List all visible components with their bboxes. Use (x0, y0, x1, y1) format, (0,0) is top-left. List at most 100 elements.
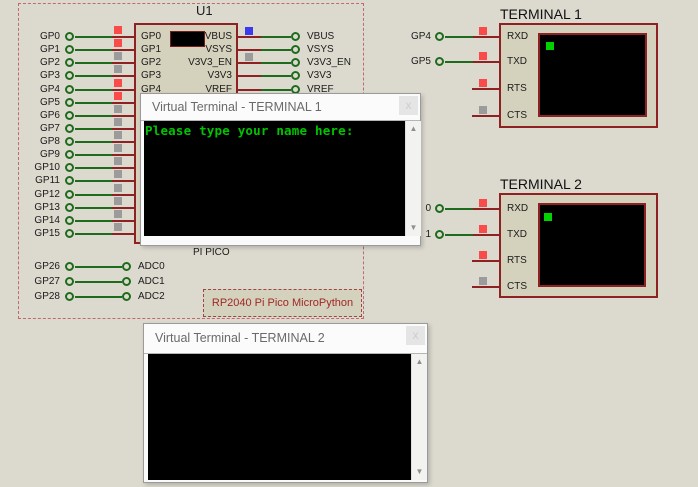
vt1-screen[interactable]: Please type your name here: (144, 121, 405, 236)
wire[interactable] (75, 207, 113, 209)
pin-stub[interactable] (112, 49, 134, 51)
pin-stub[interactable] (472, 88, 499, 90)
pin-terminal-circle[interactable] (65, 124, 74, 133)
wire[interactable] (75, 180, 113, 182)
pin-terminal-circle[interactable] (65, 292, 74, 301)
wire[interactable] (75, 49, 113, 51)
wire[interactable] (75, 128, 113, 130)
pin-stub[interactable] (472, 115, 499, 117)
pin-terminal-circle[interactable] (65, 203, 74, 212)
wire[interactable] (75, 233, 113, 235)
wire[interactable] (261, 36, 291, 38)
wire[interactable] (75, 89, 113, 91)
wire[interactable] (75, 102, 113, 104)
pin-terminal-circle[interactable] (435, 230, 444, 239)
rp2040-annotation[interactable]: RP2040 Pi Pico MicroPython (203, 289, 362, 317)
wire[interactable] (445, 61, 473, 63)
pin-stub[interactable] (472, 234, 499, 236)
pin-stub[interactable] (112, 75, 134, 77)
wire[interactable] (261, 75, 291, 77)
pin-terminal-circle[interactable] (122, 292, 131, 301)
wire[interactable] (75, 194, 113, 196)
pin-terminal-circle[interactable] (122, 262, 131, 271)
pin-stub[interactable] (472, 286, 499, 288)
pin-terminal-circle[interactable] (65, 277, 74, 286)
pin-stub[interactable] (472, 260, 499, 262)
pin-stub[interactable] (472, 208, 499, 210)
scroll-down-icon[interactable]: ▼ (415, 467, 424, 476)
wire[interactable] (75, 36, 113, 38)
pin-stub[interactable] (112, 89, 134, 91)
wire[interactable] (445, 234, 473, 236)
pin-terminal-circle[interactable] (65, 229, 74, 238)
vt2-screen[interactable] (148, 354, 411, 480)
pin-terminal-circle[interactable] (122, 277, 131, 286)
pin-stub[interactable] (112, 220, 134, 222)
wire[interactable] (445, 36, 473, 38)
pin-terminal-circle[interactable] (65, 58, 74, 67)
pin-stub[interactable] (112, 180, 134, 182)
pin-stub[interactable] (112, 36, 134, 38)
wire[interactable] (261, 89, 291, 91)
pin-terminal-circle[interactable] (291, 32, 300, 41)
pin-stub[interactable] (112, 62, 134, 64)
wire[interactable] (75, 167, 113, 169)
wire[interactable] (75, 154, 113, 156)
scroll-up-icon[interactable]: ▲ (415, 357, 424, 366)
pin-stub[interactable] (112, 141, 134, 143)
pin-terminal-circle[interactable] (65, 262, 74, 271)
pin-terminal-circle[interactable] (291, 58, 300, 67)
pin-terminal-circle[interactable] (65, 45, 74, 54)
wire[interactable] (75, 141, 113, 143)
pin-stub[interactable] (237, 89, 262, 91)
scroll-down-icon[interactable]: ▼ (409, 223, 418, 232)
pin-terminal-circle[interactable] (65, 176, 74, 185)
vt2-close-button[interactable]: x (406, 326, 425, 345)
pin-stub[interactable] (472, 36, 499, 38)
pin-terminal-circle[interactable] (65, 98, 74, 107)
wire[interactable] (261, 62, 291, 64)
wire[interactable] (75, 75, 113, 77)
pin-terminal-circle[interactable] (435, 204, 444, 213)
vt2-title-bar[interactable]: Virtual Terminal - TERMINAL 2 x (144, 324, 427, 354)
vt1-title-bar[interactable]: Virtual Terminal - TERMINAL 1 x (141, 94, 420, 121)
pin-stub[interactable] (112, 233, 134, 235)
wire[interactable] (75, 281, 122, 283)
vt1-scrollbar[interactable]: ▲ ▼ (405, 121, 421, 236)
pin-terminal-circle[interactable] (65, 216, 74, 225)
pin-stub[interactable] (472, 61, 499, 63)
vt2-scrollbar[interactable]: ▲ ▼ (411, 354, 427, 480)
pin-stub[interactable] (112, 115, 134, 117)
vt1-close-button[interactable]: x (399, 96, 418, 115)
pin-stub[interactable] (112, 167, 134, 169)
pin-terminal-circle[interactable] (65, 71, 74, 80)
pin-terminal-circle[interactable] (435, 32, 444, 41)
pin-terminal-circle[interactable] (65, 163, 74, 172)
pin-stub[interactable] (112, 128, 134, 130)
wire[interactable] (75, 115, 113, 117)
wire[interactable] (261, 49, 291, 51)
pin-stub[interactable] (237, 75, 262, 77)
pin-stub[interactable] (112, 154, 134, 156)
wire[interactable] (445, 208, 473, 210)
wire[interactable] (75, 62, 113, 64)
pin-stub[interactable] (237, 62, 262, 64)
pin-terminal-circle[interactable] (291, 71, 300, 80)
wire[interactable] (75, 220, 113, 222)
pin-stub[interactable] (237, 36, 262, 38)
wire[interactable] (75, 296, 122, 298)
vt2-window[interactable]: Virtual Terminal - TERMINAL 2 x ▲ ▼ (143, 323, 428, 483)
pin-terminal-circle[interactable] (65, 137, 74, 146)
wire[interactable] (75, 266, 122, 268)
pin-terminal-circle[interactable] (65, 111, 74, 120)
pin-terminal-circle[interactable] (65, 85, 74, 94)
pin-stub[interactable] (237, 49, 262, 51)
pin-stub[interactable] (112, 207, 134, 209)
pin-terminal-circle[interactable] (291, 45, 300, 54)
pin-terminal-circle[interactable] (65, 190, 74, 199)
vt1-window[interactable]: Virtual Terminal - TERMINAL 1 x Please t… (140, 93, 421, 246)
pin-terminal-circle[interactable] (435, 57, 444, 66)
pin-terminal-circle[interactable] (65, 32, 74, 41)
pin-stub[interactable] (112, 194, 134, 196)
